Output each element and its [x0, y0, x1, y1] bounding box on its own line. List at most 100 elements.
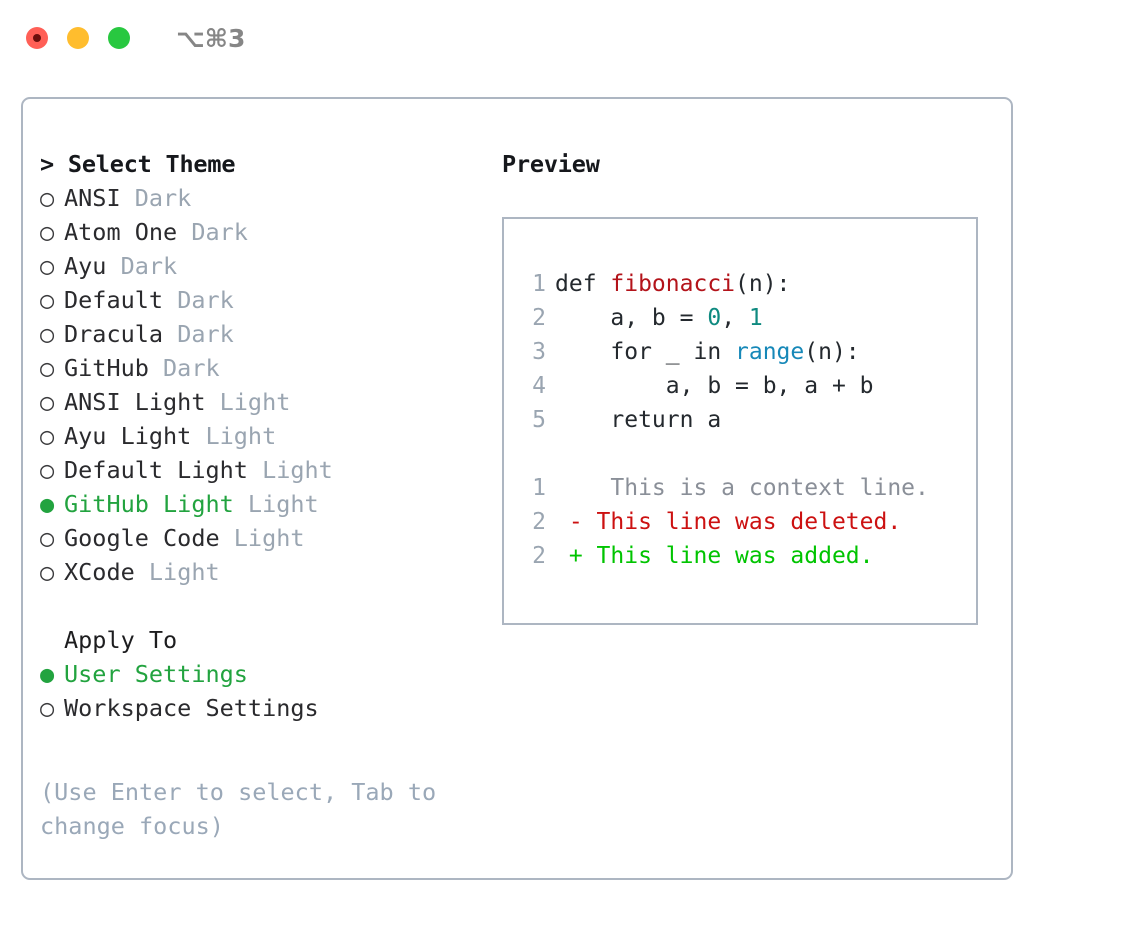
theme-item-badge: Dark [163, 320, 234, 348]
apply-to-option-label: User Settings [64, 660, 248, 688]
theme-item-ayu[interactable]: ○ Ayu Dark [40, 249, 480, 283]
diff-line-number: 1 [532, 475, 546, 501]
theme-item-label: Google Code [64, 524, 220, 552]
code-line: 1 def fibonacci(n): [524, 267, 976, 301]
theme-item-badge: Light [233, 490, 319, 518]
radio-unselected-icon: ○ [40, 558, 55, 586]
radio-unselected-icon: ○ [40, 184, 55, 212]
apply-to-option-label: Workspace Settings [64, 694, 319, 722]
theme-item-github[interactable]: ○ GitHub Dark [40, 351, 480, 385]
code-token-plain: (n): [735, 271, 791, 297]
code-token-plain: , [721, 305, 749, 331]
code-token-num: 1 [748, 305, 763, 331]
theme-item-badge: Light [191, 422, 277, 450]
minimize-window-icon[interactable] [67, 27, 89, 49]
theme-item-ayu-light[interactable]: ○ Ayu Light Light [40, 419, 480, 453]
code-token-fn: fibonacci [610, 271, 736, 297]
code-line-number: 2 [532, 305, 546, 331]
list-spacer [40, 589, 480, 623]
keyboard-shortcut-label: ⌥⌘3 [176, 23, 246, 53]
diff-line-deleted: 2 - This line was deleted. [524, 505, 976, 539]
preview-title: Preview [502, 150, 600, 178]
theme-item-google-code[interactable]: ○Google Code Light [40, 521, 480, 555]
radio-unselected-icon: ○ [40, 694, 55, 722]
code-diff-separator [524, 437, 976, 471]
diff-line-number: 2 [532, 509, 546, 535]
traffic-light-buttons [26, 27, 130, 49]
theme-item-label: ANSI [64, 184, 121, 212]
diff-line-text: + This line was added. [555, 543, 874, 569]
theme-picker-header: > Select Theme [40, 150, 236, 178]
diff-line-number: 2 [532, 543, 546, 569]
radio-unselected-icon: ○ [40, 354, 55, 382]
theme-item-label: XCode [64, 558, 135, 586]
theme-item-default-light[interactable]: ○ Default Light Light [40, 453, 480, 487]
code-token-plain: a, b = [555, 305, 708, 331]
code-token-call: range [735, 339, 805, 365]
theme-item-ansi-light[interactable]: ○ANSI Light Light [40, 385, 480, 419]
theme-item-xcode[interactable]: ○ XCode Light [40, 555, 480, 589]
code-line: 2 a, b = 0, 1 [524, 301, 976, 335]
theme-item-label: Atom One [64, 218, 178, 246]
code-token-plain: def [555, 271, 611, 297]
code-line: 4 a, b = b, a + b [524, 369, 976, 403]
apply-to-label: Apply To [64, 626, 178, 654]
apply-to-option-user-settings[interactable]: ● User Settings [40, 657, 480, 691]
diff-line-text: This is a context line. [555, 475, 929, 501]
code-token-num: 0 [707, 305, 722, 331]
theme-item-badge: Dark [120, 184, 192, 212]
theme-item-label: GitHub Light [64, 490, 234, 518]
theme-item-label: Dracula [64, 320, 164, 348]
theme-item-label: Ayu Light [64, 422, 192, 450]
maximize-window-icon[interactable] [108, 27, 130, 49]
apply-to-option-workspace-settings[interactable]: ○ Workspace Settings [40, 691, 480, 725]
theme-item-badge: Dark [106, 252, 178, 280]
radio-selected-icon: ● [40, 490, 55, 518]
radio-unselected-icon: ○ [40, 286, 55, 314]
code-line-number: 3 [532, 339, 546, 365]
radio-unselected-icon: ○ [40, 252, 55, 280]
code-line: 3 for _ in range(n): [524, 335, 976, 369]
theme-item-badge: Light [219, 524, 305, 552]
theme-item-label: Default Light [64, 456, 248, 484]
radio-selected-icon: ● [40, 660, 55, 688]
theme-item-ansi[interactable]: ○ ANSI Dark [40, 181, 480, 215]
diff-line-text: - This line was deleted. [555, 509, 902, 535]
theme-item-badge: Dark [177, 218, 248, 246]
theme-item-badge: Dark [148, 354, 220, 382]
theme-item-dracula[interactable]: ○Dracula Dark [40, 317, 480, 351]
theme-picker-column: > Select Theme ○ANSI Dark○Atom One Dark○… [40, 147, 480, 843]
radio-unselected-icon: ○ [40, 388, 55, 416]
code-token-plain: a, b = b, a + b [555, 373, 874, 399]
code-token-plain: return a [555, 407, 722, 433]
theme-item-default[interactable]: ○Default Dark [40, 283, 480, 317]
theme-item-label: ANSI Light [64, 388, 206, 416]
theme-item-atom-one[interactable]: ○ Atom One Dark [40, 215, 480, 249]
code-token-plain: for _ in [555, 339, 736, 365]
diff-line-added: 2 + This line was added. [524, 539, 976, 573]
radio-unselected-icon: ○ [40, 456, 55, 484]
title-bar: ⌥⌘3 [0, 0, 1140, 76]
theme-item-github-light[interactable]: ● GitHub Light Light [40, 487, 480, 521]
keyboard-hint-text: (Use Enter to select, Tab to change focu… [40, 778, 437, 840]
theme-list: ○ ANSI Dark ○ Atom One Dark ○ Ayu Dark ○ Defaul… [40, 181, 480, 589]
code-line: 5 return a [524, 403, 976, 437]
hint-spacer [40, 725, 480, 759]
theme-item-label: Default [64, 286, 164, 314]
radio-unselected-icon: ○ [40, 218, 55, 246]
content-panel: > Select Theme ○ANSI Dark○Atom One Dark○… [21, 97, 1013, 880]
theme-item-badge: Light [134, 558, 220, 586]
diff-sample: 1 This is a context line.2 - This line w… [524, 471, 976, 573]
close-window-icon[interactable] [26, 27, 48, 49]
code-line-number: 5 [532, 407, 546, 433]
theme-item-label: Ayu [64, 252, 107, 280]
radio-unselected-icon: ○ [40, 422, 55, 450]
apply-to-options: ● User Settings ○ Workspace Settings [40, 657, 480, 725]
code-line-number: 1 [532, 271, 546, 297]
theme-item-badge: Light [247, 456, 333, 484]
theme-item-label: GitHub [64, 354, 149, 382]
diff-line-context: 1 This is a context line. [524, 471, 976, 505]
